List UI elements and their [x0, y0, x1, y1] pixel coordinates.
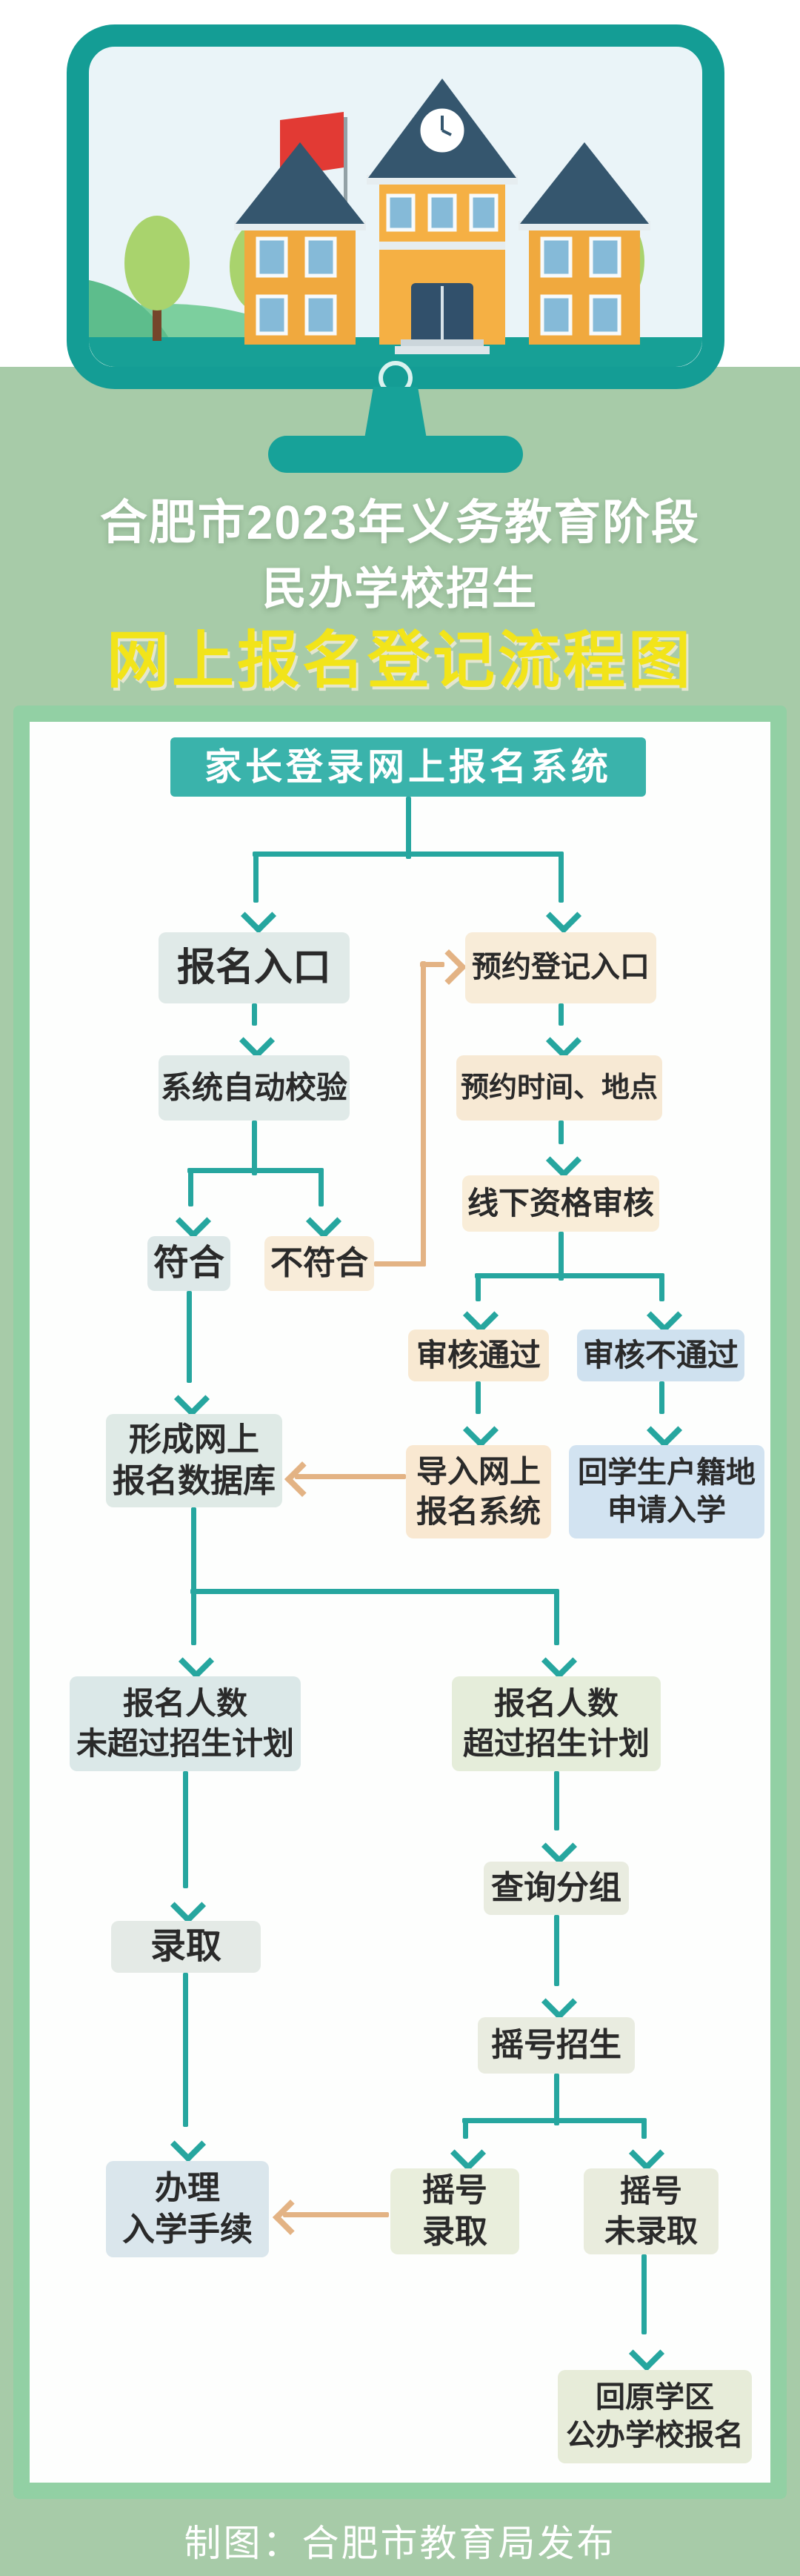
node-online-database: 形成网上 报名数据库 — [106, 1414, 282, 1507]
arrowhead-icon — [170, 2126, 207, 2163]
connector-line — [190, 1591, 196, 1645]
connector-line — [420, 961, 426, 1267]
connector-line — [558, 1003, 564, 1026]
arrowhead-icon — [239, 1023, 276, 1060]
node-offline-review: 线下资格审核 — [462, 1175, 659, 1232]
arrowhead-icon — [545, 1142, 582, 1179]
poster-title-line1: 合肥市2023年义务教育阶段 — [99, 496, 701, 549]
node-enrollment: 办理 入学手续 — [106, 2161, 269, 2257]
arrowhead-icon — [178, 1643, 215, 1680]
arrowhead-icon — [646, 1297, 683, 1334]
node-admitted: 录取 — [111, 1921, 261, 1973]
connector-line — [553, 1915, 559, 1986]
arrowhead-icon — [545, 897, 582, 935]
connector-line — [374, 1261, 426, 1267]
arrowhead-icon — [462, 1412, 499, 1449]
connector-line — [475, 1275, 481, 1301]
arrowhead-icon — [541, 1828, 578, 1865]
node-lottery-admitted: 摇号 录取 — [390, 2168, 519, 2254]
connector-line — [641, 2254, 647, 2334]
node-review-failed: 审核不通过 — [577, 1330, 744, 1381]
connector-line — [641, 2120, 647, 2139]
arrowhead-icon — [170, 1888, 207, 1925]
credit-caption: 制图：合肥市教育局发布 — [184, 2523, 616, 2564]
connector-line — [553, 2074, 559, 2125]
arrowhead-icon — [240, 897, 277, 935]
connector-line — [190, 1588, 559, 1594]
connector-line — [186, 1291, 192, 1383]
connector-line — [405, 797, 411, 859]
connector-line — [182, 1973, 188, 2127]
arrowhead-icon — [173, 1381, 210, 1418]
connector-line — [475, 1381, 481, 1414]
connector-line — [187, 1170, 193, 1206]
node-qualified: 符合 — [147, 1236, 230, 1291]
connector-line — [462, 2120, 468, 2139]
poster-title-line2: 民办学校招生 — [262, 564, 538, 614]
node-lottery-not-admitted: 摇号 未录取 — [584, 2168, 719, 2254]
node-reservation-entry: 预约登记入口 — [465, 932, 656, 1003]
arrowhead-icon — [628, 2135, 665, 2172]
node-query-group: 查询分组 — [484, 1862, 629, 1915]
arrowhead-icon — [462, 1297, 499, 1334]
poster-title-highlight: 网上报名登记流程图 — [106, 625, 693, 695]
connector-line — [318, 1170, 324, 1206]
node-exceed-plan: 报名人数 超过招生计划 — [452, 1676, 661, 1771]
node-review-passed: 审核通过 — [408, 1330, 549, 1381]
connector-line — [251, 1121, 257, 1175]
connector-line — [553, 1771, 559, 1830]
arrowhead-icon — [430, 949, 467, 986]
node-not-qualified: 不符合 — [264, 1236, 374, 1291]
connector-line — [558, 1232, 564, 1281]
connector-line — [283, 2211, 389, 2217]
screen-content — [89, 47, 702, 367]
node-reservation-time: 预约时间、地点 — [456, 1055, 662, 1121]
arrowhead-icon — [541, 1643, 578, 1680]
connector-line — [420, 961, 444, 967]
arrowhead-icon — [541, 1984, 578, 2021]
arrowhead-icon — [450, 2135, 487, 2172]
arrowhead-icon — [272, 2199, 309, 2236]
arrowhead-icon — [628, 2335, 665, 2372]
connector-line — [182, 1771, 188, 1888]
monitor-base — [268, 436, 523, 473]
arrowhead-icon — [284, 1461, 321, 1498]
node-lottery: 摇号招生 — [478, 2017, 635, 2074]
arrowhead-icon — [175, 1203, 212, 1240]
node-not-exceed-plan: 报名人数 未超过招生计划 — [70, 1676, 301, 1771]
node-registration-entry: 报名入口 — [159, 932, 350, 1003]
node-return-district: 回原学区 公办学校报名 — [558, 2370, 752, 2463]
connector-line — [462, 2117, 647, 2123]
node-parent-login: 家长登录网上报名系统 — [170, 737, 646, 797]
connector-line — [475, 1272, 664, 1278]
tree-icon — [124, 216, 190, 341]
connector-line — [253, 854, 259, 903]
node-auto-check: 系统自动校验 — [159, 1055, 350, 1121]
connector-line — [558, 1121, 564, 1144]
arrowhead-icon — [305, 1203, 342, 1240]
connector-line — [253, 851, 564, 857]
monitor-school-illustration — [67, 24, 724, 473]
arrowhead-icon — [646, 1412, 683, 1449]
connector-line — [190, 1507, 196, 1596]
node-return-household: 回学生户籍地 申请入学 — [569, 1445, 764, 1538]
connector-line — [553, 1591, 559, 1645]
connector-line — [295, 1473, 406, 1479]
connector-line — [187, 1167, 324, 1173]
connector-line — [251, 1003, 257, 1026]
node-import-system: 导入网上 报名系统 — [406, 1445, 551, 1538]
school-building-icon — [234, 79, 650, 354]
connector-line — [659, 1381, 664, 1414]
monitor-stand — [364, 387, 427, 439]
arrowhead-icon — [545, 1023, 582, 1060]
connector-line — [558, 854, 564, 903]
connector-line — [659, 1275, 664, 1301]
